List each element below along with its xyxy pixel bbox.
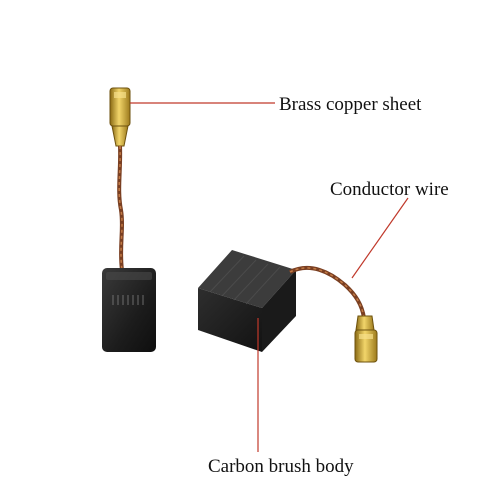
- label-conductor-wire: Conductor wire: [330, 179, 449, 200]
- left-carbon-body: [102, 268, 156, 352]
- label-carbon-brush-body: Carbon brush body: [208, 456, 354, 477]
- label-brass-copper-sheet: Brass copper sheet: [279, 94, 422, 115]
- right-brass-terminal: [354, 315, 378, 363]
- leader-line-wire: [351, 197, 409, 279]
- left-conductor-wire: [117, 145, 124, 271]
- left-brass-terminal: [109, 87, 131, 147]
- right-conductor-wire: [289, 266, 366, 319]
- right-carbon-body: [198, 250, 296, 352]
